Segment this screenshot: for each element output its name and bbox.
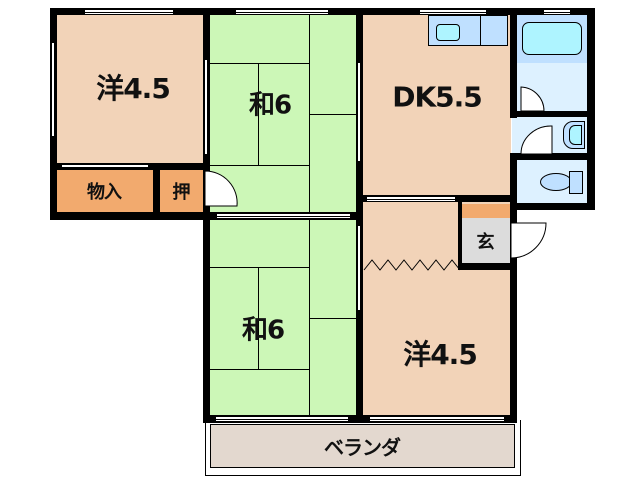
tatami-line [309, 14, 310, 212]
window[interactable] [217, 213, 350, 219]
wall [510, 154, 517, 420]
wall [510, 203, 595, 210]
tatami-line [210, 369, 309, 370]
window[interactable] [420, 9, 486, 15]
window[interactable] [544, 9, 570, 15]
room-label-western-1: 洋4.5 [96, 72, 171, 105]
wall [458, 202, 462, 270]
tatami-line [210, 63, 309, 64]
window[interactable] [62, 164, 148, 169]
wall [510, 8, 517, 118]
tatami-line [258, 267, 259, 369]
kitchen-counter-divider [480, 15, 481, 46]
door-toilet-icon[interactable] [520, 125, 560, 159]
tatami-line [309, 114, 357, 115]
toilet-bowl-icon [540, 173, 572, 191]
window[interactable] [367, 196, 455, 202]
window[interactable] [357, 63, 362, 161]
room-label-japanese-2: 和6 [241, 315, 285, 346]
room-label-western-2: 洋4.5 [403, 338, 478, 371]
shoe-cabinet [462, 204, 510, 218]
window[interactable] [204, 60, 209, 154]
door-bath-icon[interactable] [520, 86, 560, 116]
wall [153, 163, 160, 220]
balcony-outline [205, 420, 521, 476]
storage-room [57, 170, 153, 212]
entrance [462, 218, 510, 264]
balcony [210, 424, 515, 468]
wall [460, 263, 517, 270]
door-entrance-icon[interactable] [510, 222, 550, 262]
tatami-line [258, 63, 259, 165]
tatami-line [210, 165, 309, 166]
tatami-line [210, 267, 309, 268]
room-label-japanese-1: 和6 [248, 90, 292, 121]
washbasin-bowl [569, 125, 582, 145]
wall [587, 8, 595, 210]
room-label-storage: 物入 [87, 182, 122, 203]
japanese-room-1 [210, 14, 357, 212]
wall [510, 111, 595, 117]
sink-icon [436, 24, 460, 41]
window[interactable] [357, 226, 362, 310]
door-closet-icon[interactable] [204, 170, 244, 210]
window[interactable] [216, 416, 348, 422]
window[interactable] [370, 416, 504, 422]
folding-door-icon[interactable] [363, 258, 462, 274]
room-label-closet: 押 [172, 182, 191, 203]
tatami-line [309, 318, 357, 319]
wall [50, 212, 215, 220]
window[interactable] [236, 9, 328, 15]
window[interactable] [85, 9, 173, 15]
wall [510, 153, 595, 160]
closet-room [160, 170, 204, 212]
western-room-1 [57, 14, 206, 164]
window[interactable] [51, 43, 56, 136]
bathtub-icon [522, 22, 582, 55]
wall [203, 415, 517, 423]
room-label-balcony: ベランダ [324, 435, 401, 460]
wall [356, 8, 363, 420]
toilet-tank-icon [569, 171, 583, 194]
room-label-entrance: 玄 [476, 232, 495, 253]
room-label-dk: DK5.5 [392, 80, 483, 114]
